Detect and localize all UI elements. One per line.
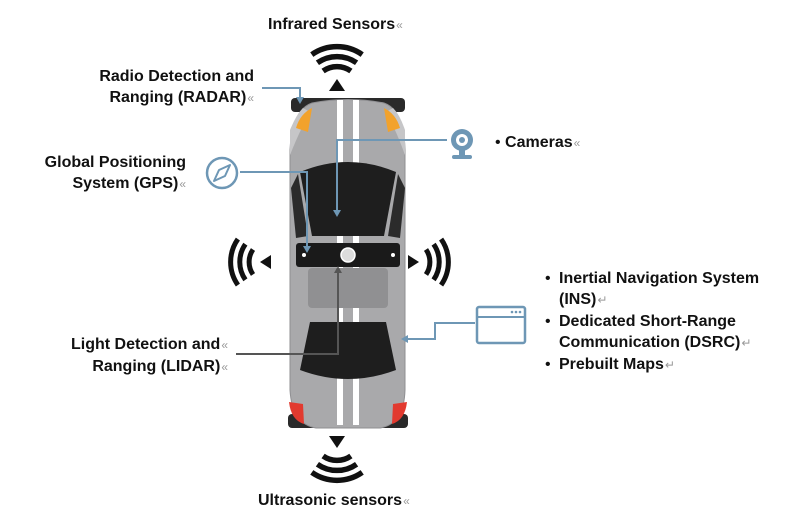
webcam-icon — [451, 129, 473, 159]
connector-lines — [236, 87, 475, 355]
label-radar: Radio Detection and Ranging (RADAR)« — [99, 68, 254, 106]
v2x-connector — [405, 322, 475, 340]
camera-connector — [336, 139, 447, 213]
label-ultrasonic-sensors: Ultrasonic sensors« — [258, 492, 410, 509]
label-infrared-sensors: Infrared Sensors« — [268, 16, 403, 33]
car-top-view — [288, 98, 408, 429]
taillight-right — [392, 402, 407, 424]
taillight-left — [289, 402, 304, 424]
label-lidar: Light Detection and« Ranging (LIDAR)« — [70, 336, 228, 375]
right-sensor-list: Inertial Navigation System (INS)↵ Dedica… — [545, 268, 759, 376]
gps-connector — [240, 171, 308, 249]
label-cameras: • Cameras« — [495, 134, 581, 151]
wifi-signal-icon — [310, 436, 364, 484]
label-gps: Global Positioning System (GPS)« — [44, 154, 186, 192]
wifi-signal-icon — [310, 43, 364, 91]
list-item: Inertial Navigation System (INS)↵ — [545, 268, 759, 311]
headlight-left — [296, 108, 312, 132]
browser-window-icon — [475, 305, 527, 345]
radar-connector — [262, 87, 301, 100]
lidar-connector — [236, 270, 339, 355]
list-item: Dedicated Short-Range Communication (DSR… — [545, 311, 759, 354]
wifi-signal-icon — [228, 237, 271, 287]
rear-window — [300, 322, 396, 379]
compass-icon — [205, 156, 239, 190]
list-item: Prebuilt Maps↵ — [545, 354, 759, 376]
windshield — [300, 162, 396, 236]
headlight-right — [384, 108, 400, 132]
wifi-signal-icon — [408, 237, 451, 287]
